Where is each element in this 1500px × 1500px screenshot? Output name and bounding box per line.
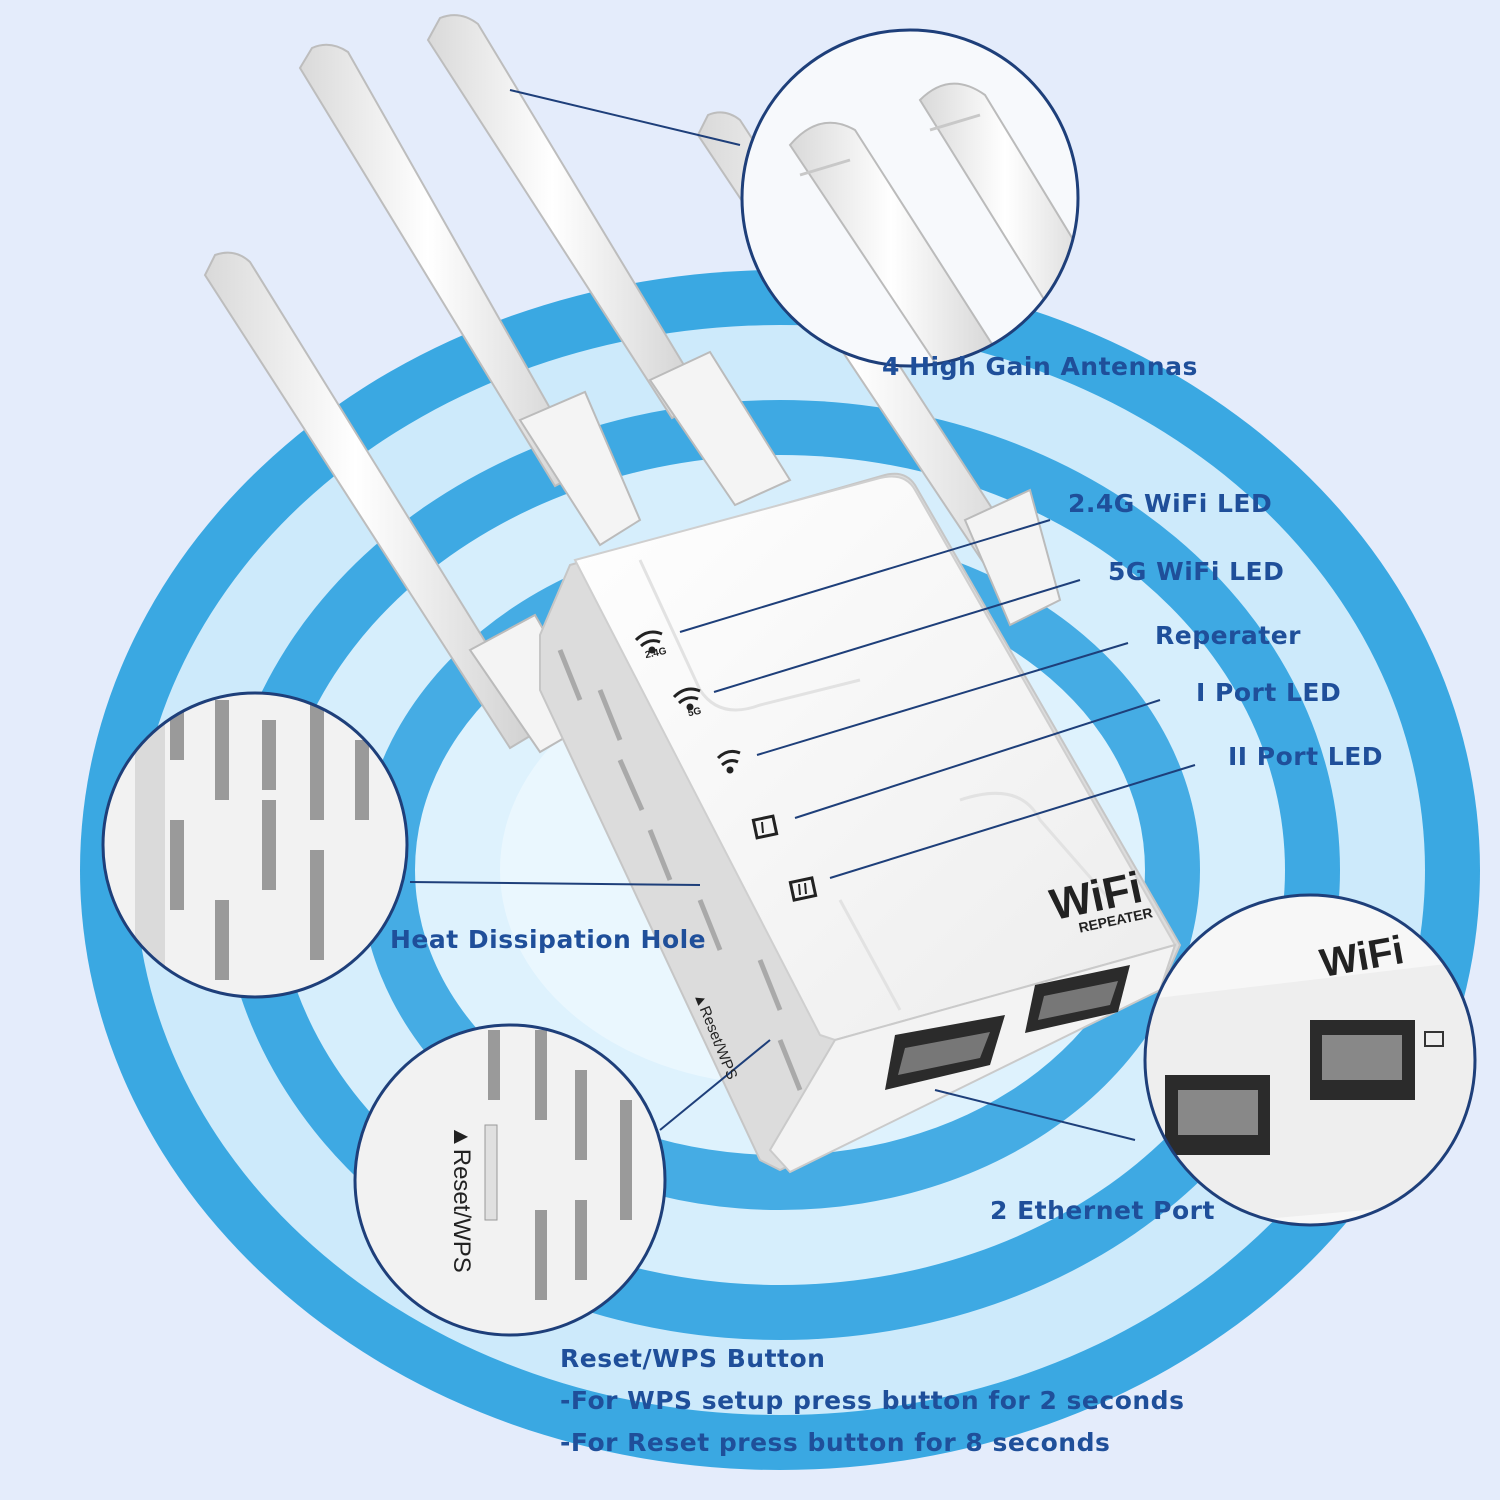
ethernet-port-1 xyxy=(885,1015,1005,1090)
port1-led-icon xyxy=(751,814,779,840)
label-port1-led: I Port LED xyxy=(1196,678,1342,707)
wps-description: Reset/WPS Button -For WPS setup press bu… xyxy=(560,1338,1184,1464)
zoom-antennas xyxy=(740,28,1080,368)
antenna-mid-left xyxy=(298,43,642,547)
wps-title: Reset/WPS Button xyxy=(560,1344,826,1373)
label-port2-led: II Port LED xyxy=(1228,742,1384,771)
label-heat-hole: Heat Dissipation Hole xyxy=(390,925,707,954)
led-5g-icon xyxy=(672,687,701,711)
wps-line-1: -For WPS setup press button for 2 second… xyxy=(560,1386,1185,1415)
label-24g-led: 2.4G WiFi LED xyxy=(1068,489,1273,518)
zoom-heat-holes xyxy=(101,691,409,999)
zoom-reset-button xyxy=(353,1023,667,1337)
label-5g-led: 5G WiFi LED xyxy=(1108,557,1285,586)
wps-line-2: -For Reset press button for 8 seconds xyxy=(560,1428,1111,1457)
reset-label-zoom: ▲Reset/WPS xyxy=(448,1125,475,1273)
leader-lines xyxy=(409,89,1196,1141)
ethernet-port-2 xyxy=(1025,965,1130,1033)
port2-led-icon xyxy=(788,876,818,902)
antenna-mid-right xyxy=(426,14,792,507)
label-ethernet: 2 Ethernet Port xyxy=(990,1196,1215,1225)
label-repeater: Reperater xyxy=(1155,621,1301,650)
led-24g-icon xyxy=(634,630,663,654)
zoom-ethernet xyxy=(1143,893,1477,1227)
repeater-led-icon xyxy=(716,749,741,774)
label-antennas: 4 High Gain Antennas xyxy=(882,352,1198,381)
